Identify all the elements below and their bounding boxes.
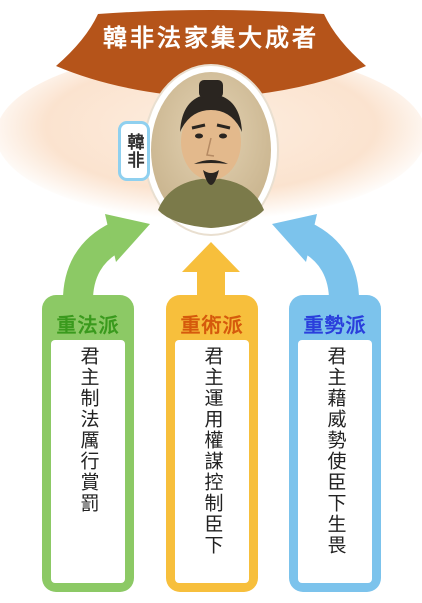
law-school-title: 重法派: [56, 313, 120, 337]
figure-name-label: 韓非: [118, 121, 150, 181]
title-banner: [56, 10, 366, 98]
power-school: 重勢派 君主藉威勢使臣下生畏: [289, 295, 381, 592]
law-arrow-head: [105, 214, 150, 262]
technique-school-title: 重術派: [180, 313, 244, 337]
technique-school-description: 君主運用權謀控制臣下: [201, 346, 224, 556]
page-title: 韓非法家集大成者: [103, 24, 319, 52]
law-school: 重法派 君主制法厲行賞罰: [42, 295, 134, 592]
power-school-panel: 君主藉威勢使臣下生畏: [298, 340, 372, 583]
technique-school: 重術派 君主運用權謀控制臣下: [166, 295, 258, 592]
law-school-panel: 君主制法厲行賞罰: [51, 340, 125, 583]
technique-arrow-head: [182, 242, 240, 272]
law-school-description: 君主制法厲行賞罰: [77, 346, 100, 514]
technique-school-panel: 君主運用權謀控制臣下: [175, 340, 249, 583]
power-school-title: 重勢派: [303, 313, 367, 337]
han-fei-portrait: [151, 72, 271, 228]
power-school-description: 君主藉威勢使臣下生畏: [324, 346, 347, 556]
power-arrow-head: [272, 214, 317, 262]
